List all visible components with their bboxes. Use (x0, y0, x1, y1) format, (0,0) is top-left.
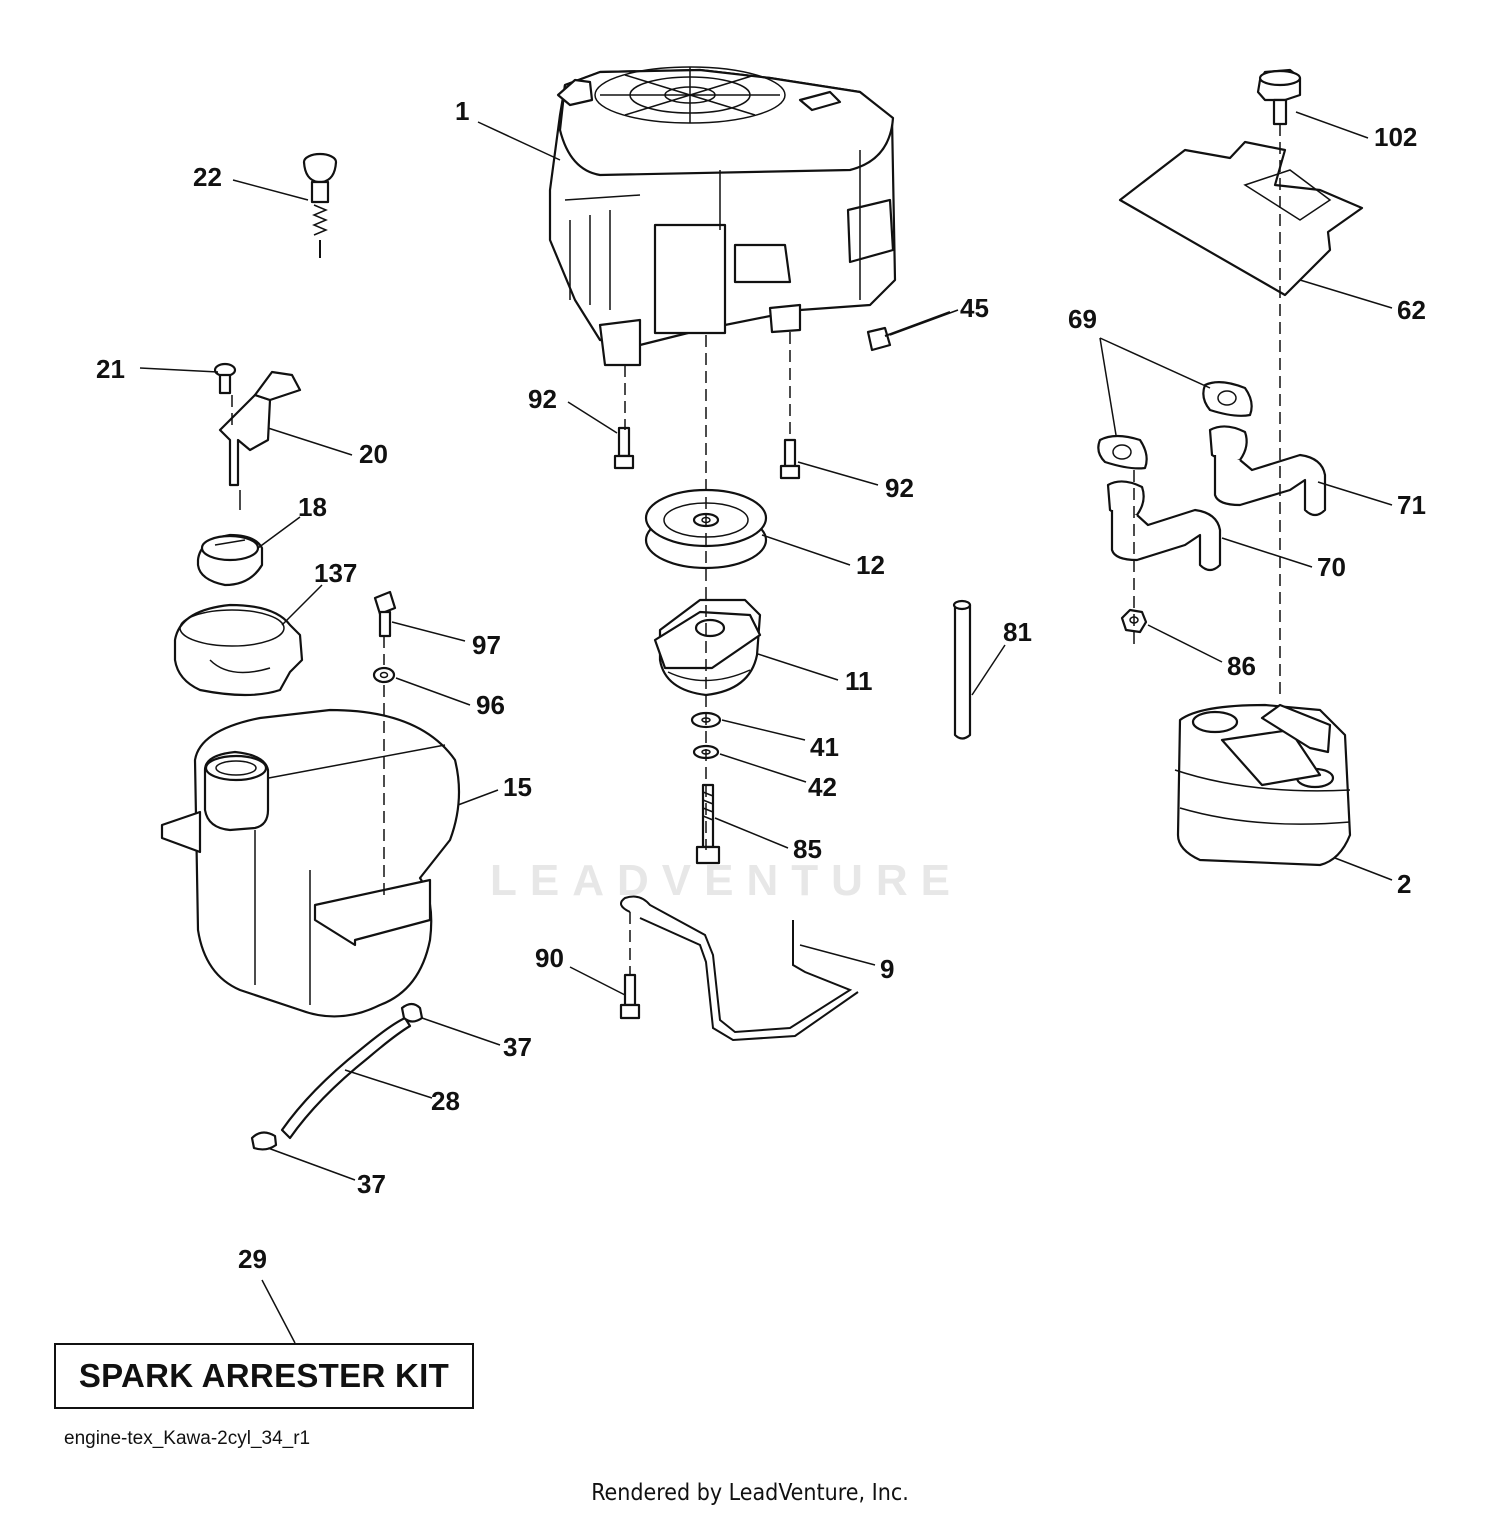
screw-97-part[interactable] (373, 590, 397, 638)
callout-11: 11 (845, 666, 873, 696)
callout-81: 81 (1003, 617, 1032, 647)
hose-clamp-bottom-part[interactable] (250, 1131, 278, 1151)
callout-85: 85 (793, 834, 822, 864)
fuel-hose-part[interactable] (280, 1016, 412, 1140)
callout-42: 42 (808, 772, 837, 802)
callout-12: 12 (856, 550, 885, 580)
diagram-filename: engine-tex_Kawa-2cyl_34_r1 (64, 1428, 311, 1449)
muffler-part[interactable] (1174, 703, 1352, 867)
callout-92-left: 92 (528, 384, 557, 414)
callout-41: 41 (810, 732, 839, 762)
callout-86: 86 (1227, 651, 1256, 681)
callout-18: 18 (298, 492, 327, 522)
callout-71: 71 (1397, 490, 1426, 520)
callout-96: 96 (476, 690, 505, 720)
callout-69: 69 (1068, 304, 1097, 334)
rod-part[interactable] (952, 599, 972, 740)
bolt-92-right-part[interactable] (779, 438, 801, 480)
wire-rod-part[interactable] (620, 895, 859, 1042)
bolt-92-left-part[interactable] (613, 426, 635, 470)
fuel-tank-part[interactable] (160, 708, 461, 1018)
callout-70: 70 (1317, 552, 1346, 582)
watermark: LEADVENTURE (490, 856, 964, 905)
throttle-bracket-part[interactable] (218, 370, 302, 510)
callout-1: 1 (455, 96, 469, 126)
bolt-85-part[interactable] (695, 783, 721, 865)
callout-62: 62 (1397, 295, 1426, 325)
plug-part[interactable] (302, 152, 338, 258)
washer-96-part[interactable] (372, 666, 396, 684)
spark-arrester-kit-label: SPARK ARRESTER KIT (78, 1357, 450, 1394)
callout-20: 20 (359, 439, 388, 469)
knob-part[interactable] (1256, 68, 1302, 126)
rendered-by-footer: Rendered by LeadVenture, Inc. (591, 1480, 909, 1506)
callout-45: 45 (960, 293, 989, 323)
callout-2: 2 (1397, 869, 1411, 899)
gasket-part[interactable] (1097, 381, 1253, 470)
hose-clamp-top-part[interactable] (400, 1002, 424, 1023)
callout-21: 21 (96, 354, 125, 384)
pto-clutch-part[interactable] (653, 598, 762, 697)
callout-102: 102 (1374, 122, 1417, 152)
callout-137: 137 (314, 558, 357, 588)
callout-90: 90 (535, 943, 564, 973)
bolt-45-part[interactable] (866, 311, 951, 352)
exhaust-pipe-70-part[interactable] (1106, 480, 1222, 572)
callout-15: 15 (503, 772, 532, 802)
callout-97: 97 (472, 630, 501, 660)
engine-part[interactable] (548, 66, 897, 367)
callout-28: 28 (431, 1086, 460, 1116)
exhaust-pipe-71-part[interactable] (1208, 425, 1327, 517)
callout-22: 22 (193, 162, 222, 192)
callout-92-right: 92 (885, 473, 914, 503)
callout-9: 9 (880, 954, 894, 984)
callout-37-bottom: 37 (357, 1169, 386, 1199)
heat-shield-part[interactable] (1118, 140, 1364, 297)
bolt-90-part[interactable] (619, 973, 641, 1020)
fuel-cap-part[interactable] (196, 533, 264, 587)
callout-37-top: 37 (503, 1032, 532, 1062)
filler-neck-part[interactable] (173, 603, 304, 697)
spark-arrester-kit-box[interactable]: SPARK ARRESTER KIT (54, 1343, 474, 1409)
callout-29: 29 (238, 1244, 267, 1274)
screw-21-part[interactable] (213, 362, 237, 395)
